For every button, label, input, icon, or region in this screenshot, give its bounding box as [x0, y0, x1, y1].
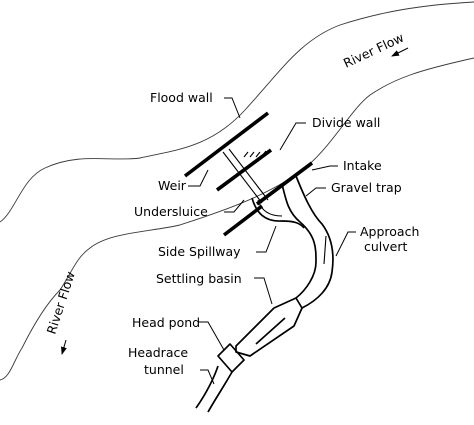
- settling-basin-leader: [254, 277, 273, 305]
- approach-culvert-leader: [335, 231, 356, 257]
- headrace-label-line2: tunnel: [144, 362, 184, 377]
- side-spillway-leader: [256, 225, 277, 253]
- gravel-trap-label: Gravel trap: [331, 180, 402, 195]
- river-flow-top-label: River Flow: [341, 30, 406, 71]
- river-bank-lower: [0, 57, 474, 381]
- intake-wall: [255, 161, 314, 206]
- approach-culvert-label-line2: culvert: [364, 239, 407, 254]
- side-spillway-inner: [257, 199, 283, 217]
- flood-wall: [183, 111, 270, 178]
- headrace-label-line1: Headrace: [128, 345, 188, 360]
- undersluice-leader: [224, 199, 245, 213]
- settling-basin-baffle: [255, 317, 286, 345]
- intake-leader: [311, 165, 338, 171]
- flood-wall-leader: [224, 97, 241, 119]
- gravel-trap-right: [295, 175, 334, 309]
- head-pond-leader: [198, 321, 225, 351]
- head-pond-label: Head pond: [132, 315, 200, 330]
- gravel-trap-leader: [305, 187, 326, 197]
- river-flow-top-arrow-icon: [391, 47, 409, 57]
- divide-wall-leader: [279, 122, 306, 151]
- undersluice-wall: [222, 204, 264, 237]
- head-pond: [217, 343, 245, 373]
- river-bank-upper: [0, 1, 474, 223]
- divide-wall: [215, 148, 273, 192]
- headrace-leader: [200, 369, 215, 385]
- approach-culvert-label-line1: Approach: [360, 224, 419, 239]
- weir-leader: [188, 169, 209, 187]
- intake-label: Intake: [343, 158, 382, 173]
- river-flow-bottom-arrow-icon: [61, 339, 67, 355]
- gravel-trap-left: [281, 183, 317, 299]
- weir-label: Weir: [158, 178, 187, 193]
- side-spillway-label: Side Spillway: [158, 244, 241, 259]
- divide-wall-label: Divide wall: [312, 115, 380, 130]
- settling-basin-label: Settling basin: [156, 271, 242, 286]
- side-spillway: [251, 197, 305, 229]
- flood-wall-label: Flood wall: [150, 90, 213, 105]
- headrace-tunnel: [195, 365, 233, 413]
- culvert-centerline: [323, 235, 327, 265]
- undersluice-label: Undersluice: [134, 204, 208, 219]
- settling-basin: [235, 297, 303, 357]
- weir-line-b: [228, 148, 269, 201]
- weir-line-a: [222, 151, 263, 204]
